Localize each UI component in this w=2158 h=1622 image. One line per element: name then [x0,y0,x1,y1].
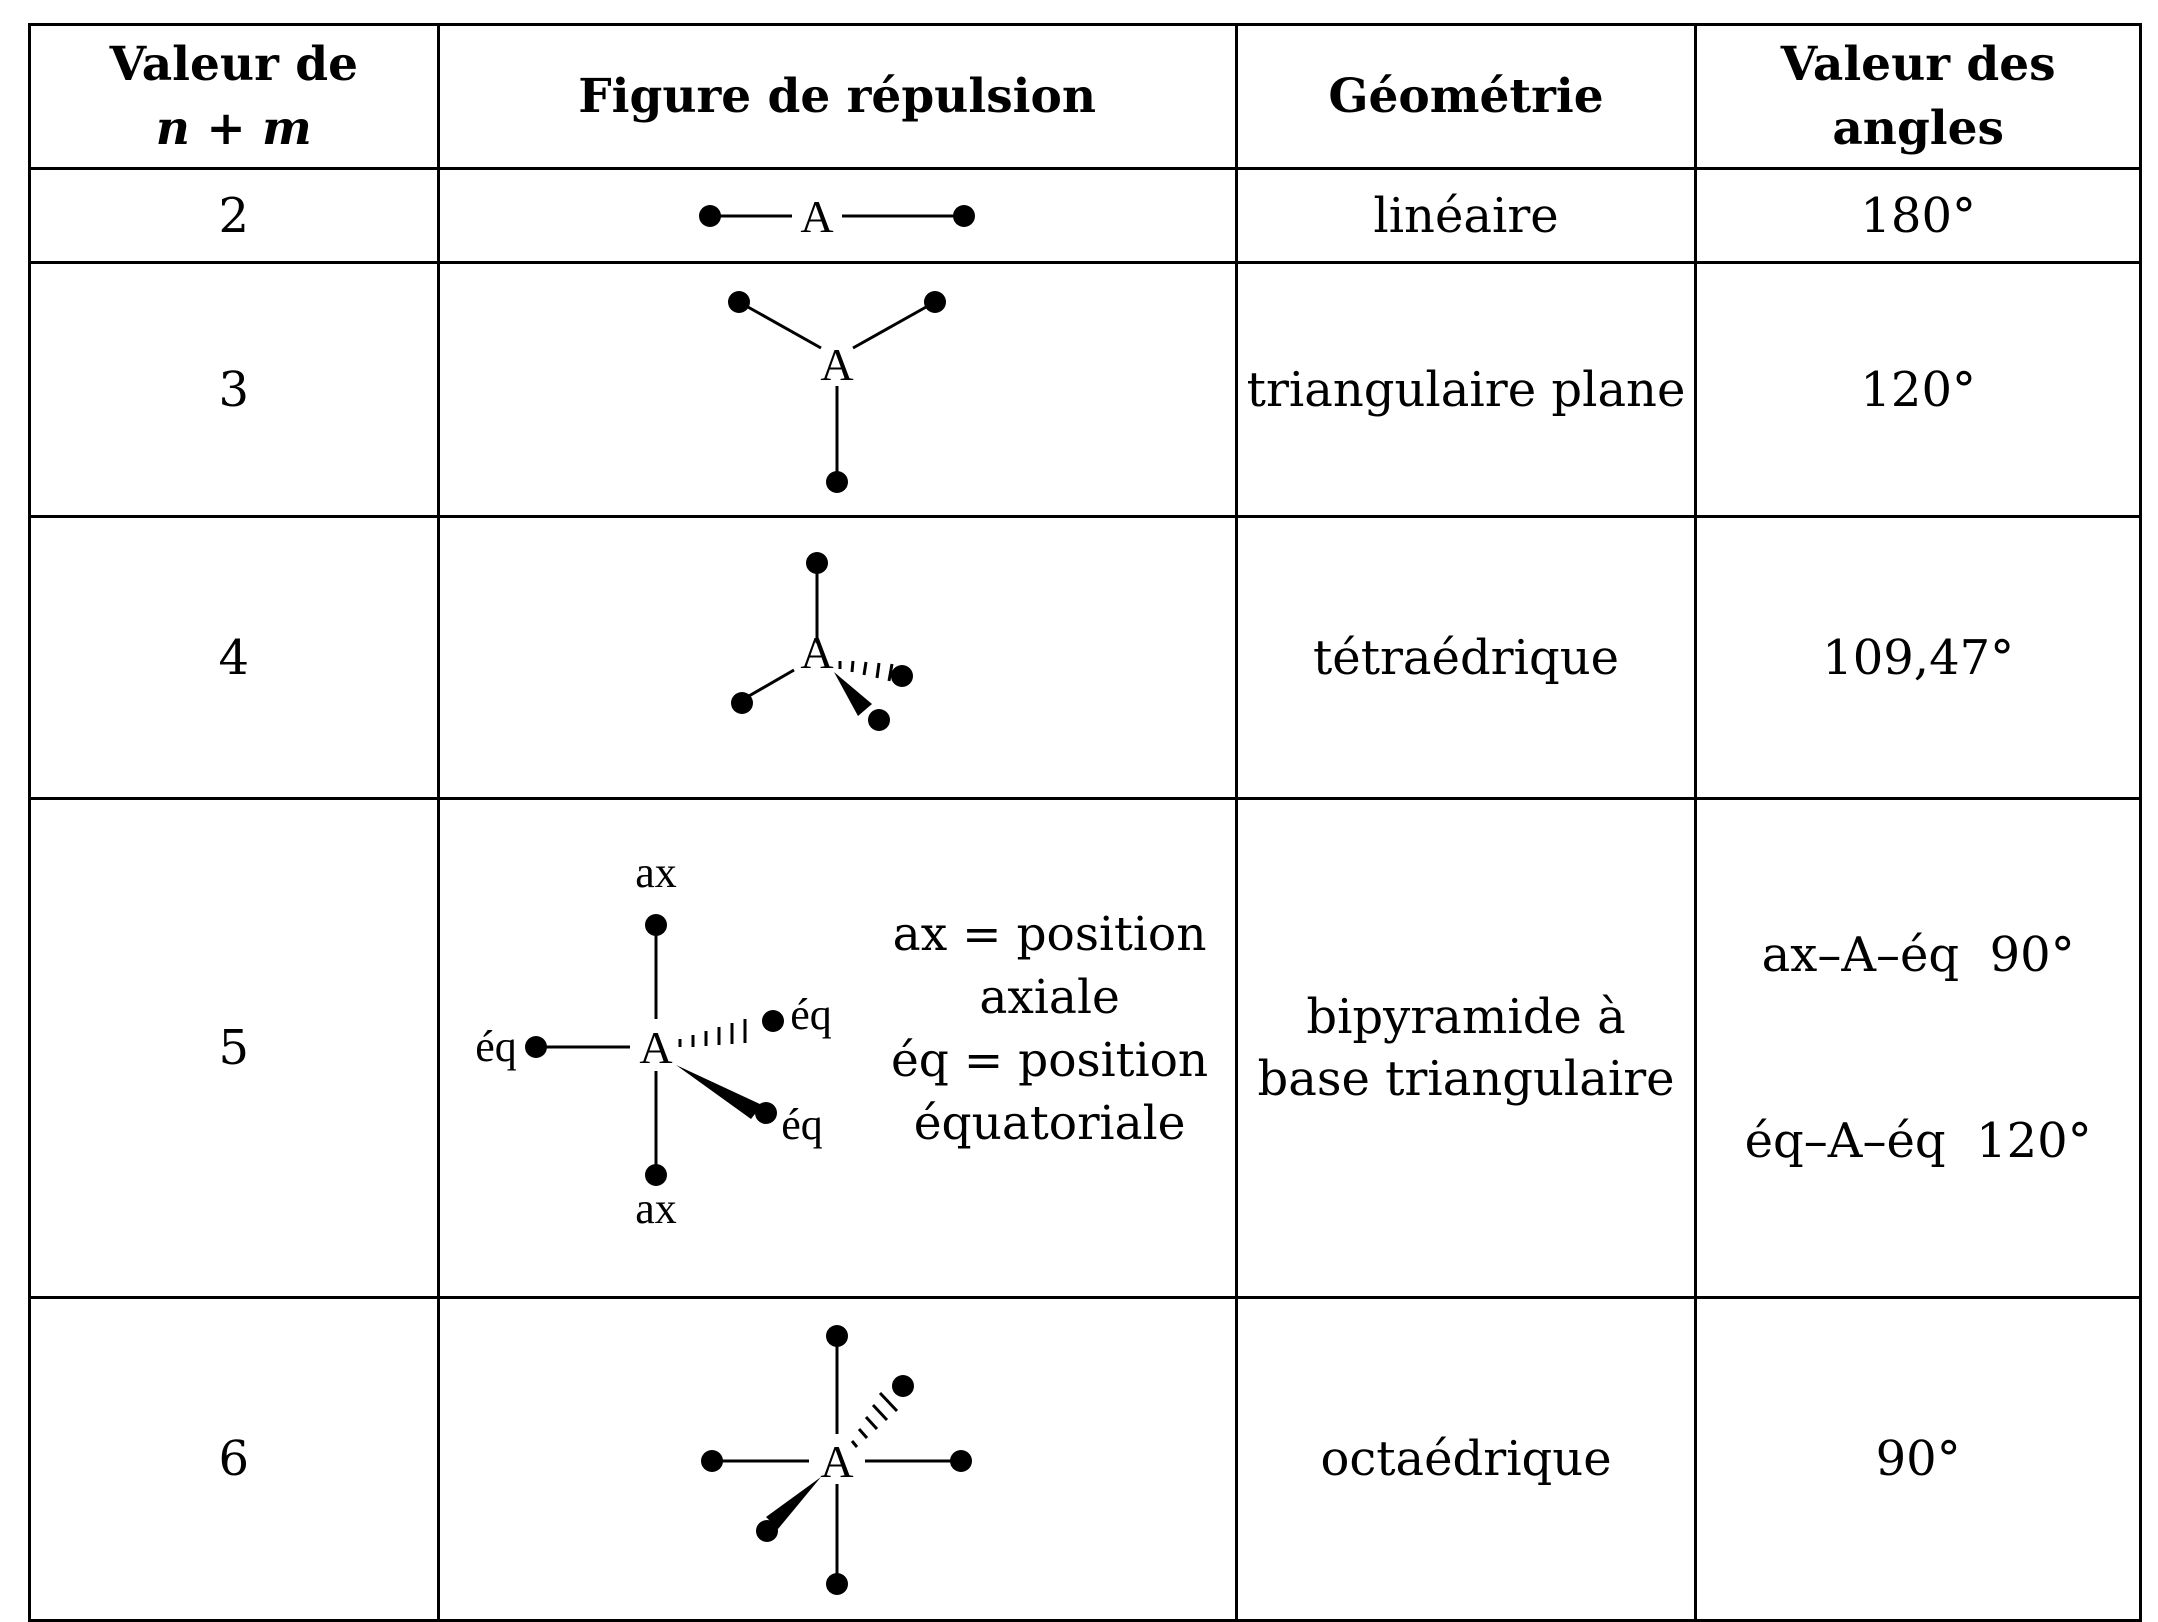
angle-line: éq–A–éq 120° [1744,1113,2092,1169]
geometry-line: base triangulaire [1257,1051,1675,1107]
header-angles: Valeur des angles [1694,23,2142,170]
position-legend: ax = position axiale éq = position équat… [880,903,1220,1155]
atom-label: A [821,339,854,390]
cell-geometry: tétraédrique [1234,515,1698,800]
cell-angle: 90° [1694,1296,2142,1622]
atom-label: A [801,191,834,242]
equatorial-label-right: éq [790,990,832,1039]
legend-line: ax = position [892,907,1207,962]
table-row: 2 A linéaire 180° [28,167,2142,264]
cell-geometry: bipyramide à base triangulaire [1234,797,1698,1299]
cell-figure: A [436,261,1238,518]
header-angles-line1: Valeur des [1780,36,2056,92]
tetrahedral-figure: A [702,538,972,778]
cell-n: 5 [28,797,440,1299]
legend-line: axiale [979,970,1120,1025]
geometry-line: bipyramide à [1306,989,1626,1045]
octahedral-figure: A [687,1309,987,1609]
header-geometry: Géométrie [1234,23,1698,170]
cell-n: 4 [28,515,440,800]
cell-geometry: octaédrique [1234,1296,1698,1622]
trigonal-figure: A [717,280,957,500]
equatorial-label-bottom: éq [781,1100,823,1149]
table-row: 4 A [28,515,2142,800]
cell-angle: ax–A–éq 90° éq–A–éq 120° [1694,797,2142,1299]
legend-line: éq = position [890,1033,1209,1088]
atom-label: A [639,1022,672,1073]
bipyramid-figure: ax ax éq éq éq A ax = position axiale éq… [440,853,1237,1243]
cell-figure: A [436,1296,1238,1622]
axial-label-top: ax [635,853,677,897]
cell-angle: 109,47° [1694,515,2142,800]
header-n-line2: n + m [155,100,312,156]
cell-figure: A [436,167,1238,264]
header-row: Valeur de n + m Figure de répulsion Géom… [28,23,2142,170]
table-row: 5 [28,797,2142,1299]
linear-figure: A [687,176,987,256]
equatorial-label-left: éq [475,1022,517,1071]
cell-angle: 180° [1694,167,2142,264]
angle-line: ax–A–éq 90° [1761,927,2075,983]
legend-line: équatoriale [913,1096,1186,1151]
atom-label: A [801,627,834,678]
cell-n: 2 [28,167,440,264]
cell-angle: 120° [1694,261,2142,518]
table-row: 3 A triangulaire plane 120° [28,261,2142,518]
cell-n: 3 [28,261,440,518]
table-row: 6 [28,1296,2142,1622]
header-angles-line2: angles [1832,100,2005,156]
cell-n: 6 [28,1296,440,1622]
cell-geometry: triangulaire plane [1234,261,1698,518]
cell-figure: A [436,515,1238,800]
header-figure: Figure de répulsion [436,23,1238,170]
vsepr-table: Valeur de n + m Figure de répulsion Géom… [28,23,2142,1622]
atom-label: A [821,1436,854,1487]
cell-geometry: linéaire [1234,167,1698,264]
header-n-line1: Valeur de [109,36,358,92]
axial-label-bottom: ax [635,1184,677,1233]
header-n-plus-m: Valeur de n + m [28,23,440,170]
cell-figure: ax ax éq éq éq A ax = position axiale éq… [436,797,1238,1299]
